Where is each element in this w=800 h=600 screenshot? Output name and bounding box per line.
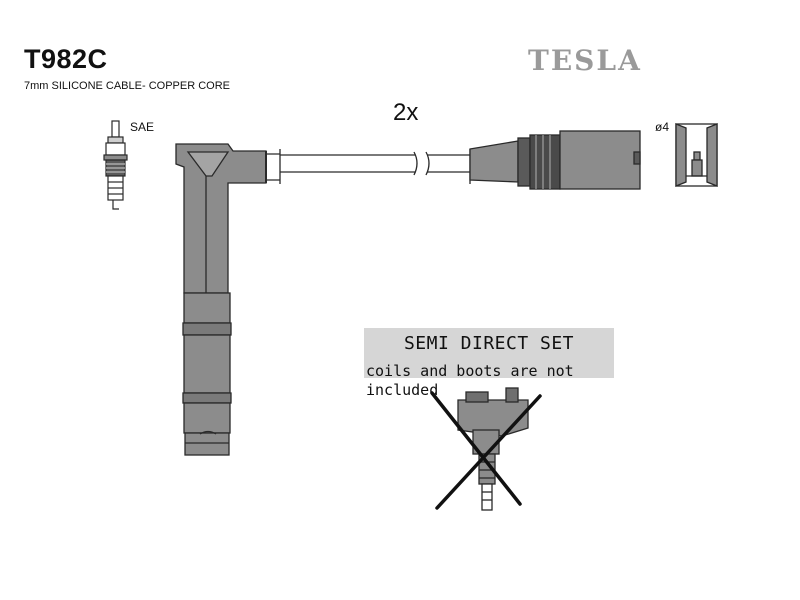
plug-type-label: SAE [130,120,155,134]
notice-text: coils and boots are not included [366,362,574,399]
notice-panel: SEMI DIRECT SET [364,328,614,378]
notice-title: SEMI DIRECT SET [403,333,575,354]
coil-connector [469,130,641,190]
cable-description: 7mm SILICONE CABLE- COPPER CORE [24,80,230,92]
part-number: T982C [24,44,108,74]
brand-logo: TESLA [528,44,642,77]
cable [266,149,471,184]
spark-plug-icon [103,120,128,210]
terminal-cap-icon [675,123,718,187]
quantity-label: 2x [393,99,419,126]
spark-plug-boot [175,143,267,456]
terminal-diameter-label: ø4 [655,120,670,134]
cross-out-icon [430,391,542,510]
